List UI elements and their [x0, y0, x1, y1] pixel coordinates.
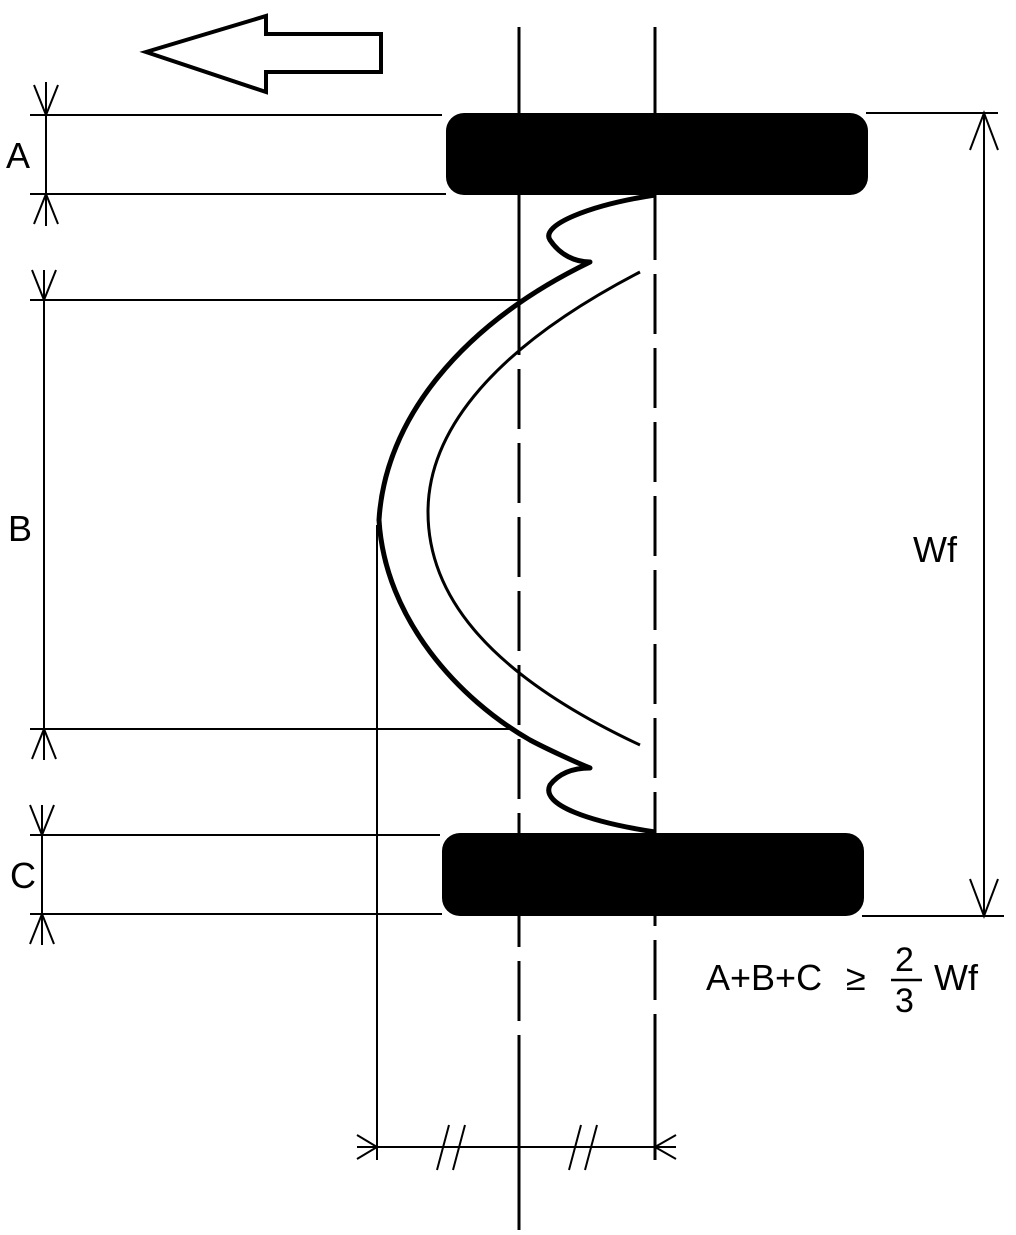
formula-lhs: A+B+C [706, 957, 822, 998]
equal-mark-left [436, 1124, 466, 1171]
dimension-c-label: C [10, 855, 36, 896]
dimension-a-arrow-top [33, 84, 59, 118]
bottom-beam [442, 833, 864, 916]
web-inner-curve [426, 270, 641, 747]
dimension-wf-label: Wf [913, 529, 958, 570]
dimension-wf-arrow-top [969, 110, 999, 151]
top-beam [446, 113, 868, 195]
dimension-wf-arrow-bottom [969, 878, 999, 919]
dimension-a-label: A [6, 135, 30, 176]
dimension-b-arrow-top [31, 269, 57, 303]
dimension-b-label: B [8, 508, 32, 549]
arrow-left-outline-icon [139, 13, 383, 95]
dimension-c-arrow-top [29, 804, 55, 838]
web-outer-curve [376, 192, 656, 835]
formula-denominator: 3 [895, 982, 914, 1020]
equal-mark-right [568, 1124, 598, 1171]
formula-numerator: 2 [895, 941, 914, 979]
dimension-b-arrow-bottom [31, 726, 57, 760]
dimension-c-arrow-bottom [29, 911, 55, 945]
formula-relation: ≥ [846, 957, 866, 998]
spacing-arrow-left [356, 1134, 379, 1160]
formula-rhs: Wf [934, 957, 979, 998]
dimension-a-arrow-bottom [33, 191, 59, 225]
spacing-arrow-right [652, 1134, 677, 1160]
